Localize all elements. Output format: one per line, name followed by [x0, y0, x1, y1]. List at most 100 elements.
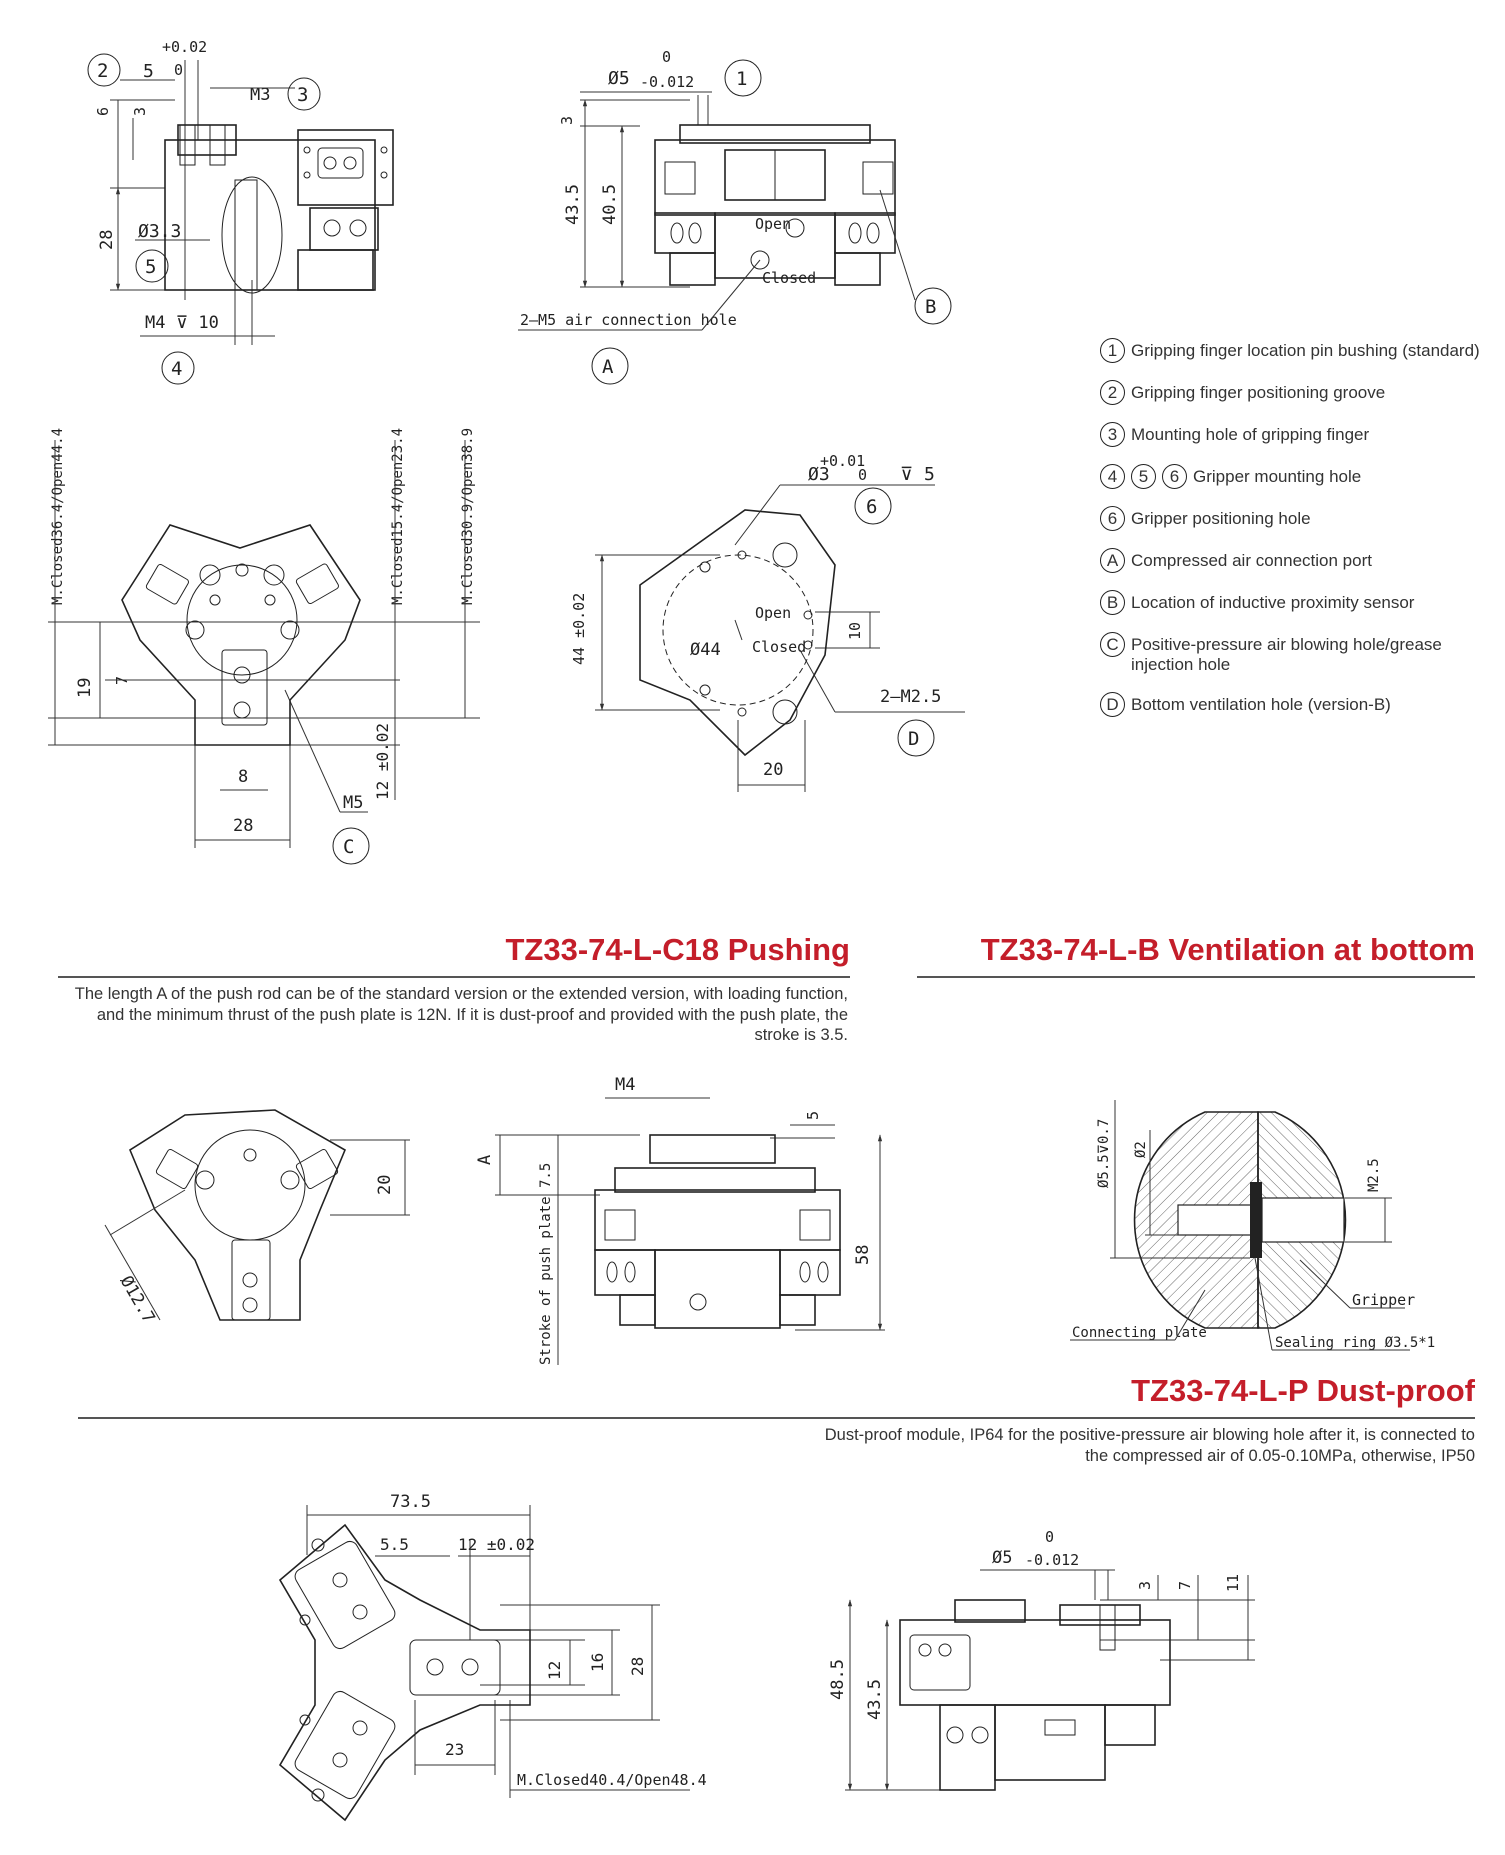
bottom-view-left: M.Closed36.4/Open44.4 M.Closed15.4/Open2…: [48, 428, 480, 865]
dim-48-5: 48.5: [828, 1659, 848, 1700]
legend-badge: 4: [1100, 464, 1125, 489]
dim-m-closed-30: M.Closed30.9/Open38.9: [460, 428, 476, 605]
callout-6: 6: [866, 496, 877, 518]
label-gripper: Gripper: [1352, 1291, 1415, 1309]
tol-zero-4: 0: [1045, 1528, 1054, 1546]
front-view-top: Ø5 0 -0.012 1 3 43.5 40.5 Open Closed 2: [518, 48, 952, 385]
dim-43-5b: 43.5: [865, 1679, 885, 1720]
dim-3a: 3: [131, 107, 149, 116]
dim-2-m25: 2—M2.5: [880, 687, 941, 707]
tol-plus-002: +0.02: [162, 38, 207, 56]
dim-44-tol: 44 ±0.02: [570, 593, 588, 665]
legend-item: 4 5 6 Gripper mounting hole: [1100, 464, 1480, 489]
section-title-ventilation: TZ33-74-L-B Ventilation at bottom: [980, 932, 1475, 967]
dim-d2: Ø2: [1133, 1141, 1149, 1158]
callout-3: 3: [297, 84, 308, 106]
legend-text: Gripper positioning hole: [1131, 509, 1311, 528]
dim-12-tol: 12 ±0.02: [373, 723, 392, 800]
legend-item: 3 Mounting hole of gripping finger: [1100, 422, 1480, 447]
label-open-2: Open: [755, 604, 791, 622]
legend-badge: 2: [1100, 380, 1125, 405]
dim-5-5: 5.5: [380, 1535, 409, 1554]
legend-item: 1 Gripping finger location pin bushing (…: [1100, 338, 1480, 363]
legend-badge: A: [1100, 548, 1125, 573]
dim-58: 58: [853, 1245, 873, 1265]
dim-16: 16: [588, 1653, 607, 1672]
legend-item: A Compressed air connection port: [1100, 548, 1480, 573]
tol-zero-2: 0: [662, 48, 671, 66]
dim-d33: Ø3.3: [138, 221, 181, 242]
dim-stroke: Stroke of push plate 7.5: [538, 1163, 554, 1365]
dim-d3: Ø3: [808, 464, 830, 485]
bottom-view-center: +0.01 Ø3 0 ⊽ 5 6 44 ±0.02 Ø44 Open Close…: [570, 452, 965, 792]
dim-m25: M2.5: [1366, 1158, 1382, 1192]
dim-8: 8: [238, 767, 248, 787]
dim-m4-depth: M4 ⊽ 10: [145, 313, 219, 333]
dim-depth5: ⊽ 5: [900, 464, 935, 485]
dim-m-closed-15: M.Closed15.4/Open23.4: [390, 428, 406, 605]
dim-28b: 28: [233, 816, 253, 836]
legend-text: Positive-pressure air blowing hole/greas…: [1131, 635, 1442, 674]
legend-badge: 1: [1100, 338, 1125, 363]
callout-4: 4: [171, 358, 182, 380]
section-divider-dustproof: [78, 1417, 1475, 1419]
dim-m-closed-36: M.Closed36.4/Open44.4: [50, 428, 66, 605]
legend-item: 2 Gripping finger positioning groove: [1100, 380, 1480, 405]
legend-text: Compressed air connection port: [1131, 551, 1372, 570]
callout-5: 5: [145, 256, 156, 278]
legend-badge: 6: [1162, 464, 1187, 489]
dim-d5: Ø5: [608, 68, 630, 89]
dim-28c: 28: [628, 1657, 647, 1676]
dim-12: 12: [545, 1661, 564, 1680]
dim-7b: 7: [1176, 1581, 1194, 1590]
pushing-views: 20 Ø12.7 M4 5 A Stroke of push plate 7.5…: [104, 1075, 885, 1365]
tol-minus-0012: -0.012: [640, 73, 694, 91]
section-desc-dustproof: Dust-proof module, IP64 for the positive…: [824, 1426, 1475, 1465]
section-desc-pushing: The length A of the push rod can be of t…: [74, 985, 848, 1044]
legend-badge: 5: [1131, 464, 1156, 489]
legend-badge: 6: [1100, 506, 1125, 531]
callout-1: 1: [736, 68, 747, 90]
tol-zero-3: 0: [858, 466, 867, 484]
legend-item: B Location of inductive proximity sensor: [1100, 590, 1480, 615]
tol-minus-0012b: -0.012: [1025, 1551, 1079, 1569]
legend-badge: C: [1100, 632, 1125, 657]
dim-d5b: Ø5: [992, 1548, 1012, 1568]
dim-5b: 5: [804, 1111, 822, 1120]
legend: 1 Gripping finger location pin bushing (…: [1100, 338, 1480, 736]
section-title-dustproof: TZ33-74-L-P Dust-proof: [1131, 1373, 1475, 1408]
dim-d55: Ø5.5⊽0.7: [1096, 1119, 1112, 1188]
dim-11: 11: [1224, 1574, 1242, 1592]
legend-item: 6 Gripper positioning hole: [1100, 506, 1480, 531]
legend-text: Gripper mounting hole: [1193, 467, 1362, 486]
dustproof-view-right: Ø5 0 -0.012 3 7 11 48.5 43.5: [828, 1528, 1255, 1791]
legend-badge: 3: [1100, 422, 1125, 447]
dim-23: 23: [445, 1740, 464, 1759]
dim-m3: M3: [250, 85, 270, 105]
dim-12-tol2: 12 ±0.02: [458, 1535, 535, 1554]
ventilation-section: Ø5.5⊽0.7 Ø2 M2.5 Gripper Connecting plat…: [1070, 1100, 1435, 1351]
dim-5: 5: [143, 61, 154, 82]
dim-43-5: 43.5: [563, 184, 583, 225]
section-title-pushing: TZ33-74-L-C18 Pushing: [505, 932, 851, 967]
callout-a: A: [602, 356, 614, 378]
label-sealing-ring: Sealing ring Ø3.5*1: [1275, 1335, 1435, 1351]
dim-m-closed-40: M.Closed40.4/Open48.4: [517, 1771, 707, 1789]
dim-20: 20: [763, 760, 783, 780]
dim-28: 28: [97, 230, 117, 250]
dim-6: 6: [94, 107, 112, 116]
legend-text: Bottom ventilation hole (version-B): [1131, 695, 1391, 714]
dim-20b: 20: [375, 1175, 395, 1195]
section-divider-pushing: [58, 976, 850, 978]
legend-badge: D: [1100, 692, 1125, 717]
label-closed-2: Closed: [752, 638, 806, 656]
side-view-left: 2 5 +0.02 0 M3 3 6 3 28 Ø3.3 5 M4 ⊽ 10 4: [87, 38, 394, 385]
dim-m4: M4: [615, 1075, 635, 1095]
legend-badge: B: [1100, 590, 1125, 615]
label-closed: Closed: [762, 269, 816, 287]
label-connecting-plate: Connecting plate: [1072, 1325, 1207, 1341]
tol-plus-001: +0.01: [820, 452, 865, 470]
label-open: Open: [755, 215, 791, 233]
dim-a: A: [475, 1155, 495, 1165]
dim-3b: 3: [558, 116, 576, 125]
